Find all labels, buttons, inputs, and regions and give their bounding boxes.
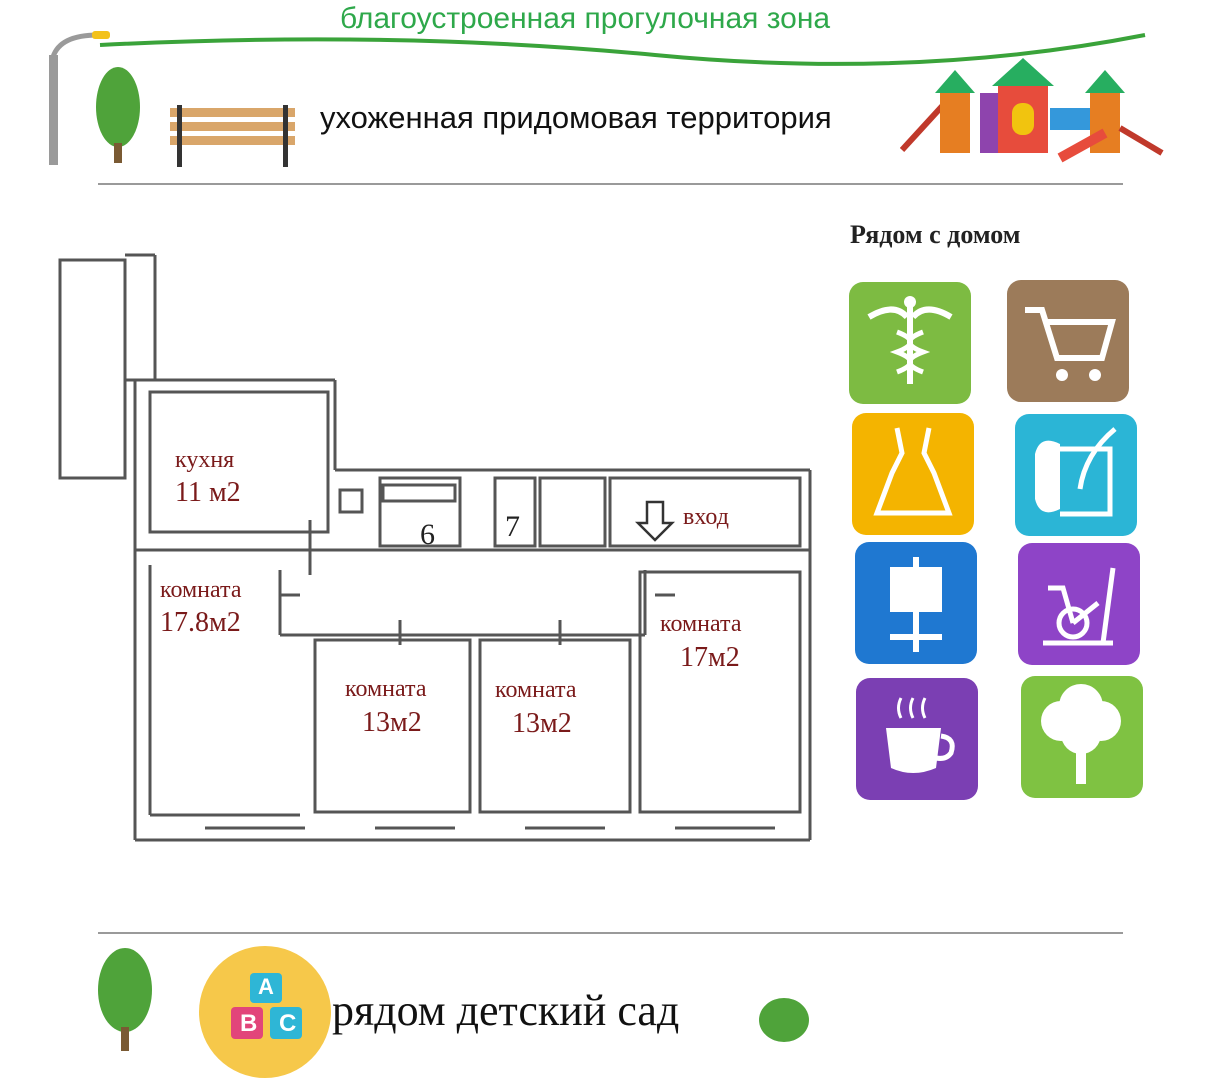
easel-icon [890, 557, 942, 652]
entrance-label: вход [683, 504, 729, 530]
dress-icon [873, 427, 953, 516]
shop-tile [1007, 280, 1129, 402]
room-left-name: комната [160, 577, 242, 603]
floor-plan [58, 253, 812, 842]
bush-icon [759, 998, 809, 1042]
kitchen-name: кухня [175, 447, 235, 473]
cafe-tile [856, 678, 978, 800]
block-b: B [240, 1010, 258, 1037]
room-mid1-area: 13м2 [362, 707, 422, 738]
entrance-arrow-icon [634, 500, 676, 542]
street-lamp-icon [49, 31, 110, 165]
bath-number: 7 [505, 510, 520, 543]
territory-label: ухоженная придомовая территория [320, 100, 832, 135]
medical-caduceus-icon [867, 296, 953, 384]
scroll-quill-icon [1035, 427, 1117, 517]
abc-blocks-icon [199, 946, 331, 1078]
playground-icon [900, 58, 1164, 163]
room-mid2-name: комната [495, 677, 577, 703]
art-tile [855, 542, 977, 664]
top-divider [98, 183, 1123, 185]
room-mid2-area: 13м2 [512, 708, 572, 739]
exercise-bike-icon [1043, 567, 1116, 646]
room-right-name: комната [660, 611, 742, 637]
hall-number: 6 [420, 518, 435, 551]
bench-icon [170, 105, 295, 167]
fitness-tile [1018, 543, 1140, 665]
green-path-line [99, 33, 1146, 66]
walk-zone-label: благоустроенная прогулочная зона [340, 2, 831, 35]
kindergarten-label: рядом детский сад [332, 986, 680, 1035]
tree-icon [98, 948, 152, 1051]
nearby-title: Рядом с домом [850, 220, 1021, 249]
room-right-area: 17м2 [680, 642, 740, 673]
room-mid1-name: комната [345, 676, 427, 702]
shopping-cart-icon [1025, 307, 1116, 381]
kitchen-area: 11 м2 [175, 477, 241, 508]
room-left-area: 17.8м2 [160, 607, 241, 638]
clothing-tile [852, 413, 974, 535]
bottom-divider [98, 932, 1123, 934]
block-c: C [279, 1010, 297, 1037]
block-a: A [258, 974, 274, 999]
culture-tile [1015, 414, 1137, 536]
tree-icon [96, 67, 140, 163]
tree-icon [1041, 684, 1121, 784]
coffee-cup-icon [886, 697, 955, 773]
medical-tile [849, 282, 971, 404]
park-tile [1021, 676, 1143, 798]
